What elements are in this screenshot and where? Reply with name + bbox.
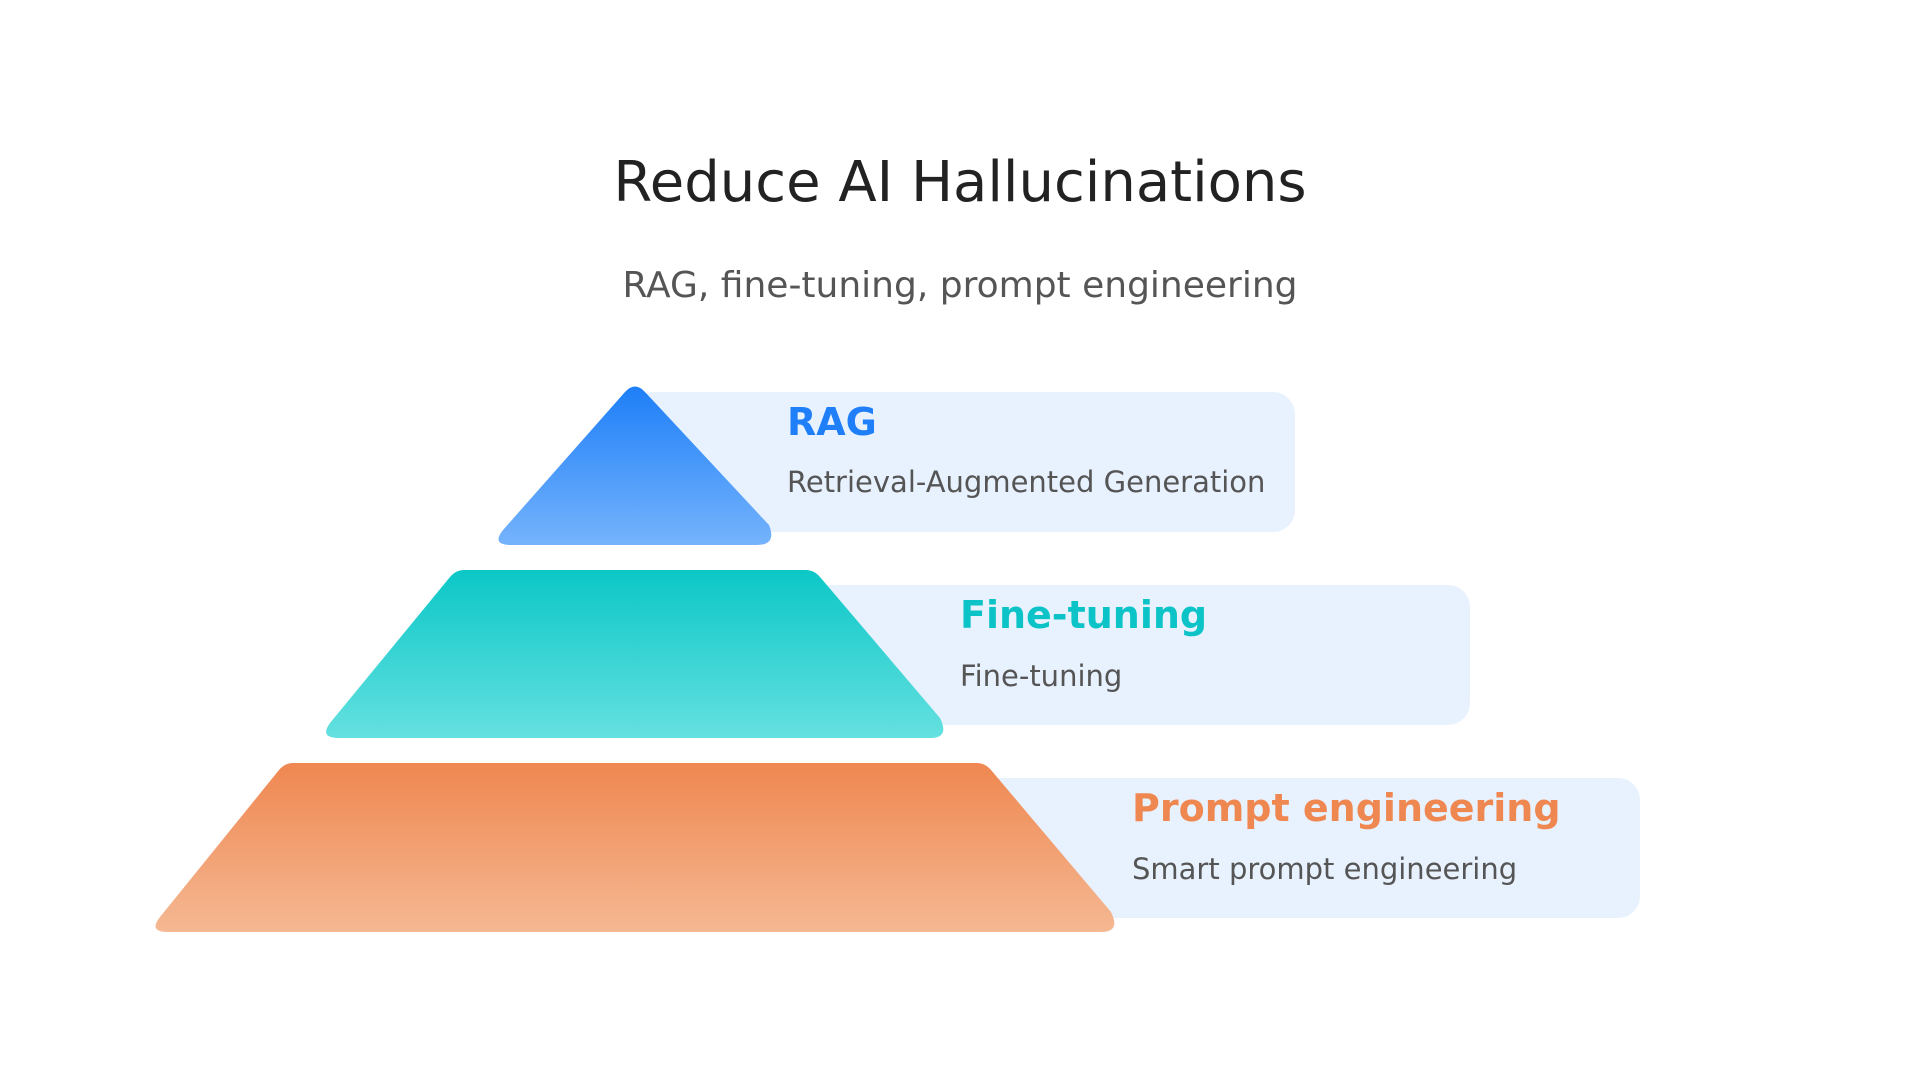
diagram-subtitle: RAG, fine-tuning, prompt engineering: [622, 265, 1298, 306]
level-desc-fine-tuning: Fine-tuning: [960, 659, 1123, 693]
level-title-fine-tuning: Fine-tuning: [960, 593, 1208, 637]
level-desc-rag: Retrieval-Augmented Generation: [787, 465, 1266, 499]
level-title-rag: RAG: [787, 400, 877, 444]
label-panel-fine-tuning: [805, 585, 1470, 725]
level-desc-prompt-engineering: Smart prompt engineering: [1132, 852, 1518, 886]
level-title-prompt-engineering: Prompt engineering: [1132, 786, 1561, 830]
diagram-title: Reduce AI Hallucinations: [613, 150, 1307, 215]
pyramid-layer-prompt-engineering: [155, 763, 1115, 932]
label-panel-prompt-engineering: [975, 778, 1640, 918]
label-panel-rag: [630, 392, 1295, 532]
pyramid-layer-fine-tuning: [326, 570, 944, 738]
pyramid-layer-rag: [498, 386, 772, 545]
